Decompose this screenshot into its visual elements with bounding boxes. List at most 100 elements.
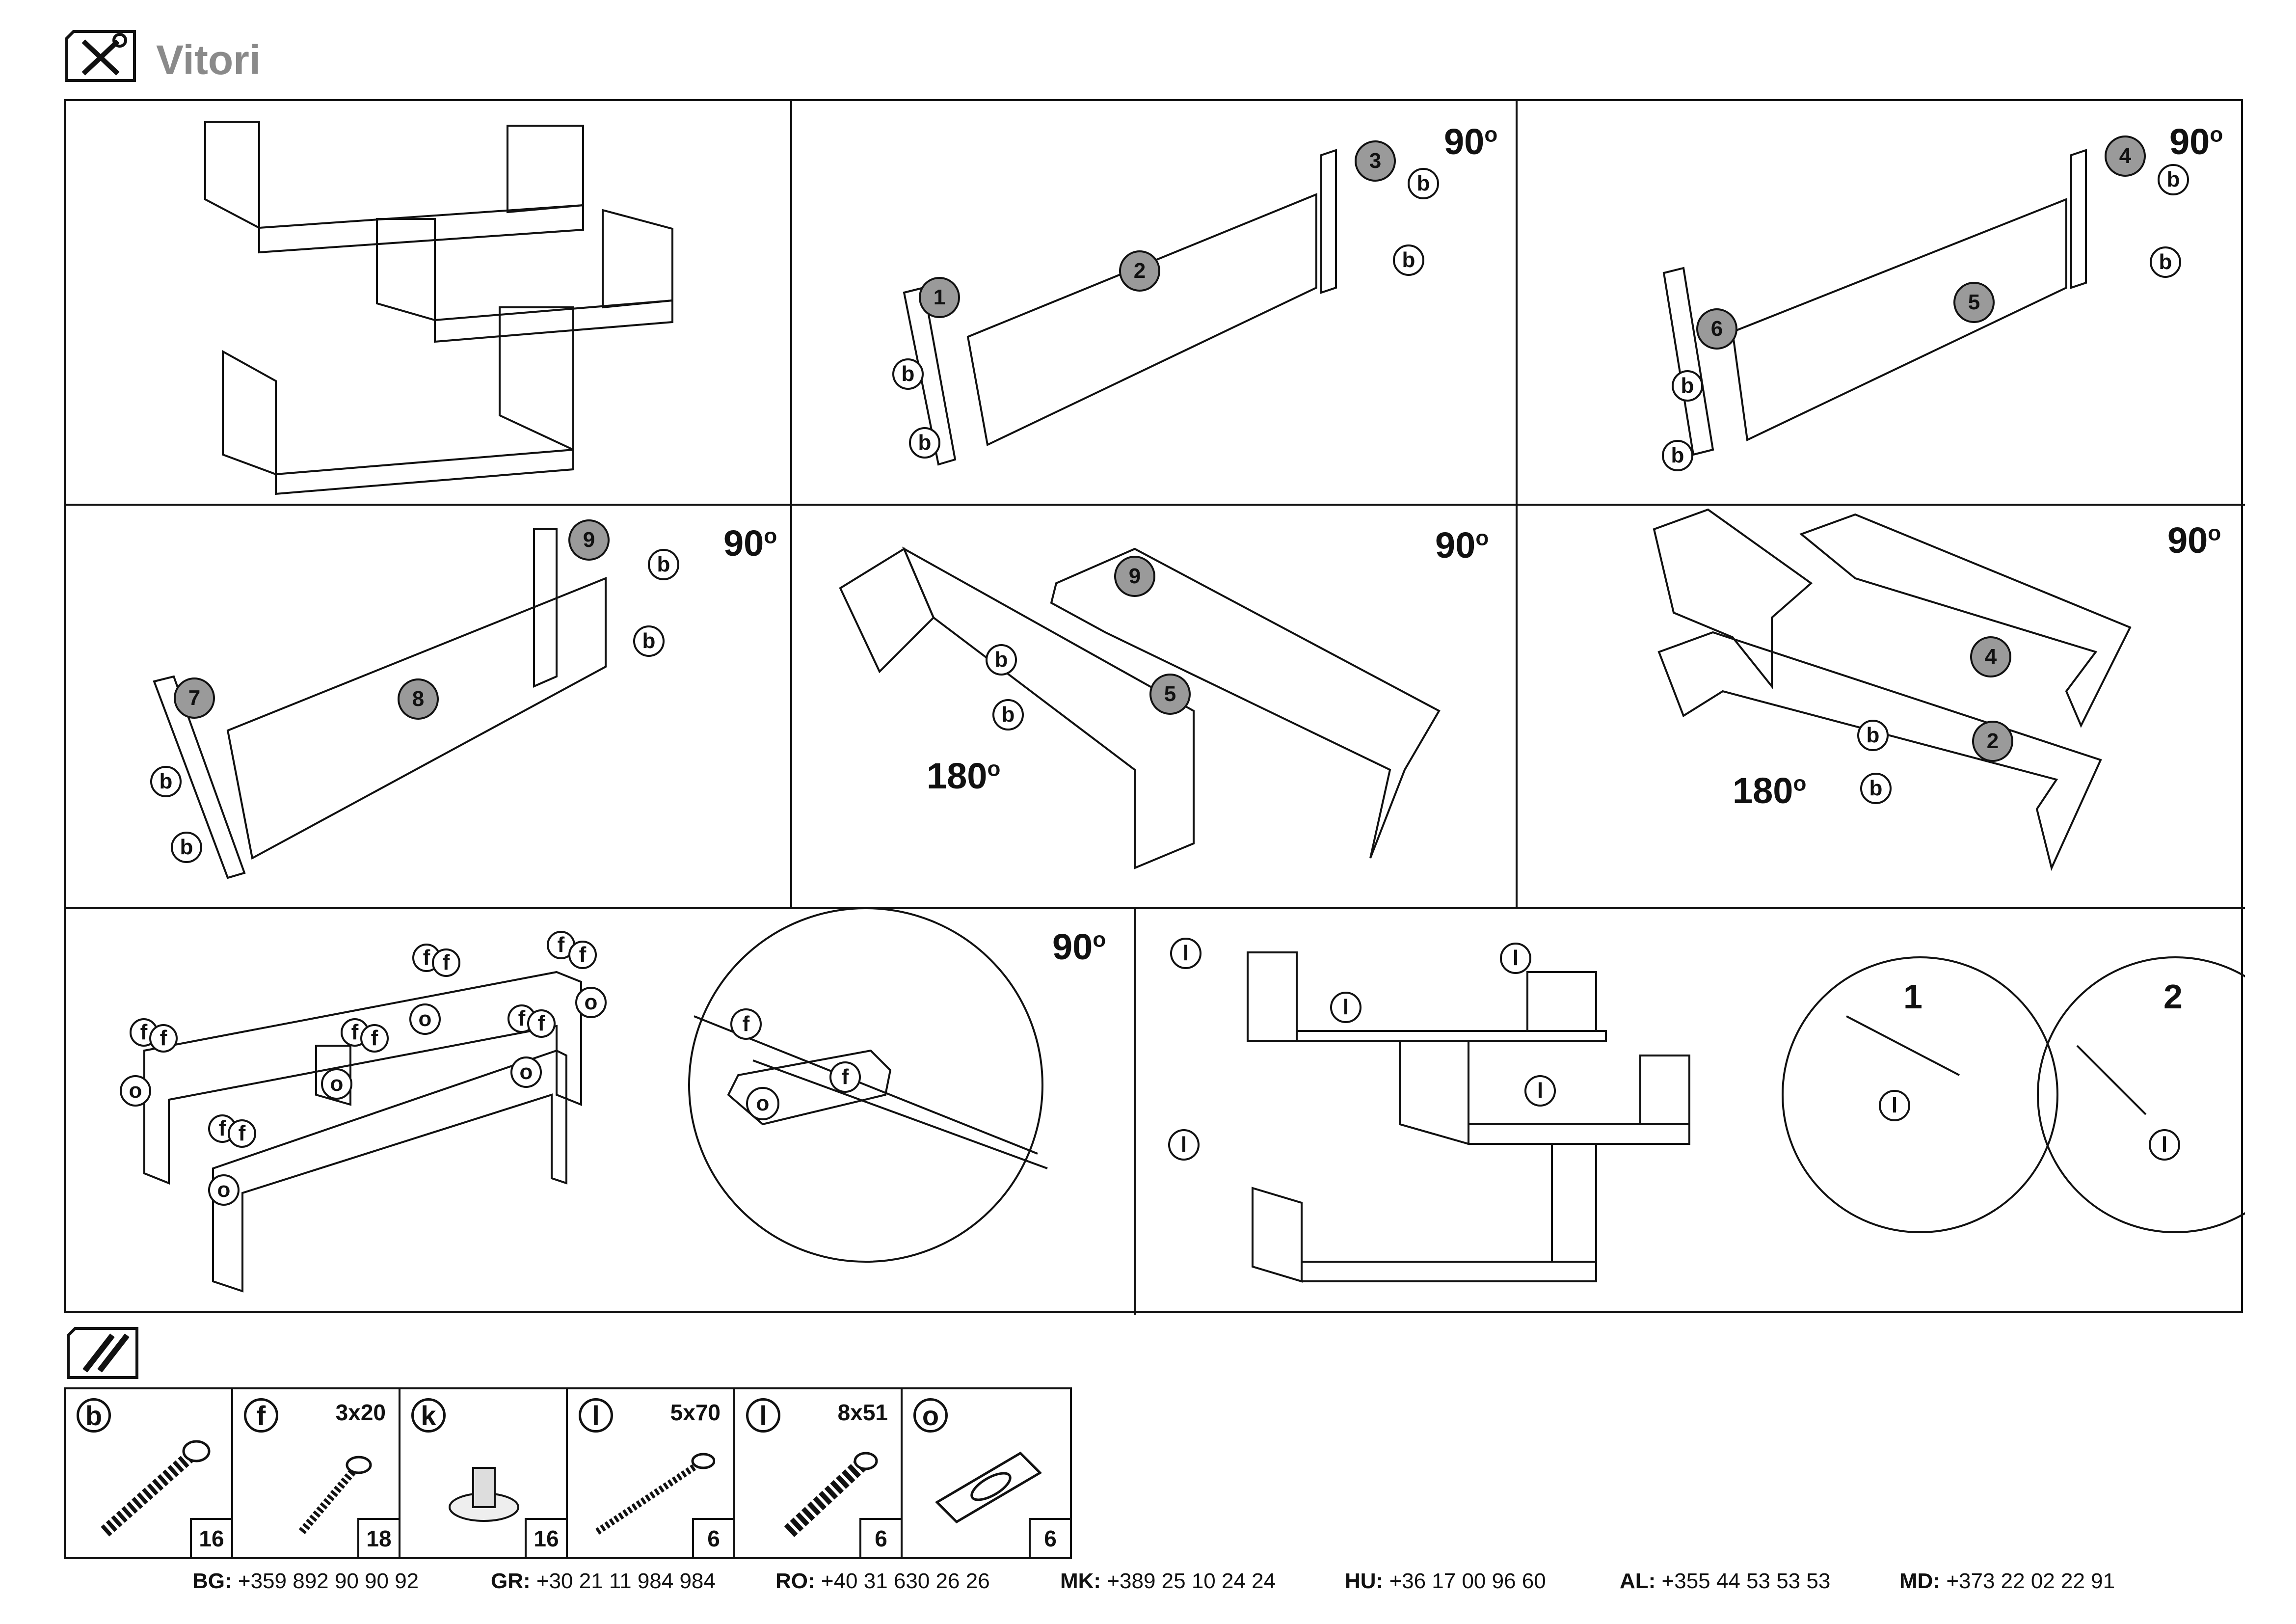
part-number-9: 9 [568,519,610,561]
phone-entry: HU: +36 17 00 96 60 [1345,1569,1546,1594]
fastener-l-label: l [1330,992,1362,1023]
phone-country-code: AL: [1620,1569,1656,1593]
detail-number-1: 1 [1903,977,1922,1016]
fastener-b-label: b [986,644,1017,676]
wall-plug-icon [784,1452,878,1537]
frame-grid-lines [66,101,2245,1315]
phone-entry: BG: +359 892 90 90 92 [192,1569,419,1594]
fastener-b-label: b [150,766,182,797]
fastener-b-label: b [1408,168,1439,199]
wrench-screwdriver-icon [65,30,136,82]
hardware-item: k 16 [400,1389,568,1557]
fastener-b-label: b [2150,246,2181,278]
hardware-letter: o [913,1398,948,1433]
fastener-f-label: f [527,1009,556,1038]
fastener-f-label: f [149,1024,178,1053]
hardware-item: b 16 [66,1389,233,1557]
fastener-l-label: l [1168,1129,1200,1161]
part-number-4: 4 [1970,636,2011,677]
fastener-o-label: o [321,1068,352,1100]
step-2-panel: 90o 1 2 3 b b b b [791,101,1517,505]
step-1-panel [66,101,791,505]
service-phone-list: BG: +359 892 90 90 92 GR: +30 21 11 984 … [0,1569,2296,1603]
part-number-5: 5 [1149,674,1191,715]
hardware-item: l 5x70 6 [568,1389,735,1557]
hardware-letter: b [77,1398,111,1433]
fastener-f-label: f [360,1024,389,1053]
fastener-b-label: b [648,549,679,580]
step-4-illustration [153,528,607,879]
hardware-item: f 3x20 18 [233,1389,400,1557]
fastener-b-label: b [2158,164,2189,195]
hardware-letter: k [411,1398,446,1433]
fastener-b-label: b [992,699,1024,731]
phone-entry: MK: +389 25 10 24 24 [1060,1569,1276,1594]
step-7-panel: 90o f f o f f o f f o f f o f f o f f o … [66,908,1135,1315]
phone-entry: RO: +40 31 630 26 26 [775,1569,990,1594]
fastener-b-label: b [909,427,940,459]
fastener-l-label: l [1879,1090,1910,1121]
hardware-size: 8x51 [837,1400,888,1425]
fastener-l-label: l [1170,938,1201,969]
hanger-plate-icon [934,1451,1042,1524]
phone-number: +30 21 11 984 984 [536,1569,716,1593]
hardware-letter: f [244,1398,278,1433]
part-number-3: 3 [1355,140,1396,182]
hardware-item: o 6 [903,1389,1070,1557]
fastener-b-label: b [1672,370,1703,402]
phone-entry: GR: +30 21 11 984 984 [491,1569,716,1594]
step-5-illustration [839,546,1441,869]
hardware-table: b 16 f 3x20 18 k 16 l 5x70 6 l [64,1387,1072,1559]
hardware-qty: 16 [190,1518,231,1557]
fastener-b-label: b [892,358,924,390]
part-number-1: 1 [919,277,960,318]
long-screw-icon [595,1453,715,1535]
fastener-b-label: b [171,832,202,863]
phone-number: +359 892 90 90 92 [238,1569,419,1593]
step-6-illustration [1653,508,2132,871]
fastener-b-label: b [1393,244,1424,276]
fastener-b-label: b [1857,720,1889,751]
fastener-o-label: o [746,1087,779,1120]
part-number-5: 5 [1953,282,1995,323]
phone-number: +36 17 00 96 60 [1389,1569,1546,1593]
rotate-180-label: 180o [927,756,1001,796]
screws-icon [67,1327,138,1379]
fastener-o-label: o [409,1003,441,1035]
step-7-illustration [143,908,1048,1293]
step-5-panel: 90o 180o 9 5 b b [791,505,1517,908]
rotate-90-label: 90o [2167,520,2221,561]
part-number-4: 4 [2105,135,2146,177]
hardware-qty: 16 [525,1518,566,1557]
fastener-l-label: l [1524,1075,1556,1107]
fastener-b-label: b [633,625,665,657]
step-6-panel: 90o 180o 4 2 b b [1517,505,2245,908]
fastener-b-label: b [1662,440,1693,471]
rotate-90-label: 90o [1052,926,1106,967]
hardware-qty: 6 [859,1518,901,1557]
detail-number-2: 2 [2163,977,2183,1016]
phone-entry: MD: +373 22 02 22 91 [1899,1569,2115,1594]
part-number-6: 6 [1696,308,1737,350]
product-title: Vitori [156,37,261,83]
rotate-180-label: 180o [1733,770,1807,811]
fastener-f-label: f [568,941,597,969]
step-4-panel: 90o 7 8 9 b b b b [66,505,791,908]
step-3-panel: 90o 4 5 6 b b b b [1517,101,2245,505]
rotate-90-label: 90o [1444,121,1498,162]
rotate-90-label: 90o [723,523,777,564]
phone-number: +389 25 10 24 24 [1107,1569,1276,1593]
cam-bolt-icon [101,1440,211,1537]
part-number-8: 8 [398,678,439,720]
fastener-f-label: f [829,1061,861,1093]
fastener-o-label: o [208,1174,240,1206]
phone-country-code: BG: [192,1569,232,1593]
fastener-o-label: o [575,987,607,1018]
hardware-qty: 6 [1029,1518,1070,1557]
phone-country-code: RO: [775,1569,815,1593]
rotate-90-label: 90o [1435,525,1489,566]
part-number-2: 2 [1972,721,2013,762]
hardware-item: l 8x51 6 [735,1389,903,1557]
assembly-steps-frame: 90o 1 2 3 b b b b 90o 4 5 6 b b b b [64,99,2245,1315]
part-number-9: 9 [1114,556,1155,597]
